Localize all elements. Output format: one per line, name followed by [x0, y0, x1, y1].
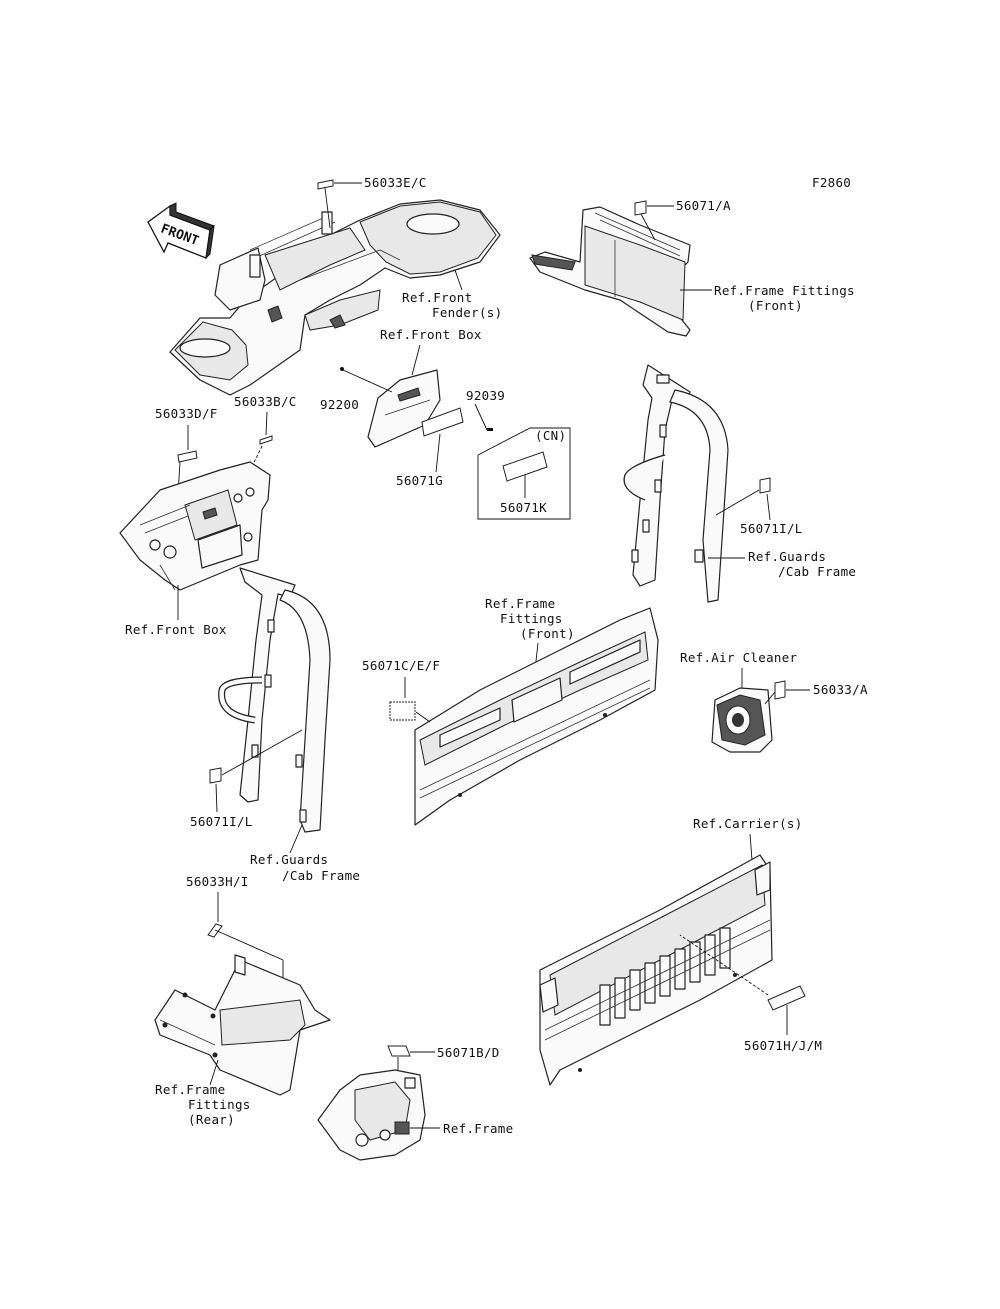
decal-56033E-C: [317, 179, 334, 190]
label-ref-frame-fittings-front-a1: Ref.Frame Fittings: [714, 283, 855, 298]
cab-frame-guard-left: [218, 567, 331, 833]
decal-56071-A: [634, 200, 647, 216]
front-fender-assembly: [169, 199, 501, 396]
front-box-lid: [367, 369, 441, 448]
decal-56033H-I: [207, 923, 223, 938]
label-ref-front-box-left: Ref.Front Box: [125, 622, 227, 637]
label-56071K: 56071K: [500, 500, 547, 515]
label-56071C-E-F: 56071C/E/F: [362, 658, 440, 673]
label-56071B-D: 56071B/D: [437, 1045, 500, 1060]
label-ref-air-cleaner: Ref.Air Cleaner: [680, 650, 798, 665]
carrier-bed: [539, 854, 773, 1086]
dash-panel-front-box: [119, 461, 271, 591]
label-ref-frame: Ref.Frame: [443, 1121, 513, 1136]
label-ref-frame-fittings-front-b3: (Front): [520, 626, 575, 641]
decal-56071H-J-M: [767, 985, 806, 1011]
label-ref-guards-left-2: /Cab Frame: [282, 868, 360, 883]
label-56071-A: 56071/A: [676, 198, 731, 213]
label-ref-frame-fittings-rear-1: Ref.Frame: [155, 1082, 225, 1097]
label-56071G: 56071G: [396, 473, 443, 488]
label-56071I-L-left: 56071I/L: [190, 814, 253, 829]
decal-56071K: [502, 451, 548, 482]
label-ref-frame-fittings-rear-3: (Rear): [188, 1112, 235, 1127]
cab-frame-guard-right: [623, 364, 729, 603]
decal-56071G: [421, 407, 464, 437]
frame-section: [317, 1069, 426, 1161]
label-56033-A: 56033/A: [813, 682, 868, 697]
label-ref-frame-fittings-rear-2: Fittings: [188, 1097, 251, 1112]
decal-56071B-D: [387, 1045, 411, 1057]
label-cn: (CN): [535, 428, 566, 443]
decal-56071I-L-left: [209, 767, 222, 784]
label-ref-carriers: Ref.Carrier(s): [693, 816, 803, 831]
front-arrow-icon: FRONT: [147, 202, 215, 260]
label-56071H-J-M: 56071H/J/M: [744, 1038, 822, 1053]
label-ref-guards-left-1: Ref.Guards: [250, 852, 328, 867]
frame-fittings-front-panel: [414, 607, 659, 826]
decal-56033D-F: [177, 450, 198, 463]
frame-fittings-rear: [154, 954, 331, 1096]
label-ref-guards-right-1: Ref.Guards: [748, 549, 826, 564]
label-ref-front-fender-1: Ref.Front: [402, 290, 472, 305]
label-ref-frame-fittings-front-a2: (Front): [748, 298, 803, 313]
label-ref-frame-fittings-front-b2: Fittings: [500, 611, 563, 626]
decal-56071I-L-right: [759, 477, 771, 494]
label-ref-front-box-top: Ref.Front Box: [380, 327, 482, 342]
decal-56033-A: [774, 680, 786, 700]
label-56033H-I: 56033H/I: [186, 874, 249, 889]
label-ref-frame-fittings-front-b1: Ref.Frame: [485, 596, 555, 611]
label-56033E-C: 56033E/C: [364, 175, 427, 190]
label-ref-front-fender-2: Fender(s): [432, 305, 502, 320]
label-56033D-F: 56033D/F: [155, 406, 218, 421]
cn-inset-frame: [477, 427, 571, 520]
decal-56033B-C: [259, 435, 273, 445]
label-ref-guards-right-2: /Cab Frame: [778, 564, 856, 579]
air-cleaner: [711, 687, 773, 753]
label-56033B-C: 56033B/C: [234, 394, 297, 409]
decal-56071C-E-F: [389, 701, 416, 721]
frame-fittings-front-top: [529, 206, 691, 337]
label-92200: 92200: [320, 397, 359, 412]
label-56071I-L-right: 56071I/L: [740, 521, 803, 536]
label-92039: 92039: [466, 388, 505, 403]
figure-id: F2860: [812, 175, 851, 190]
